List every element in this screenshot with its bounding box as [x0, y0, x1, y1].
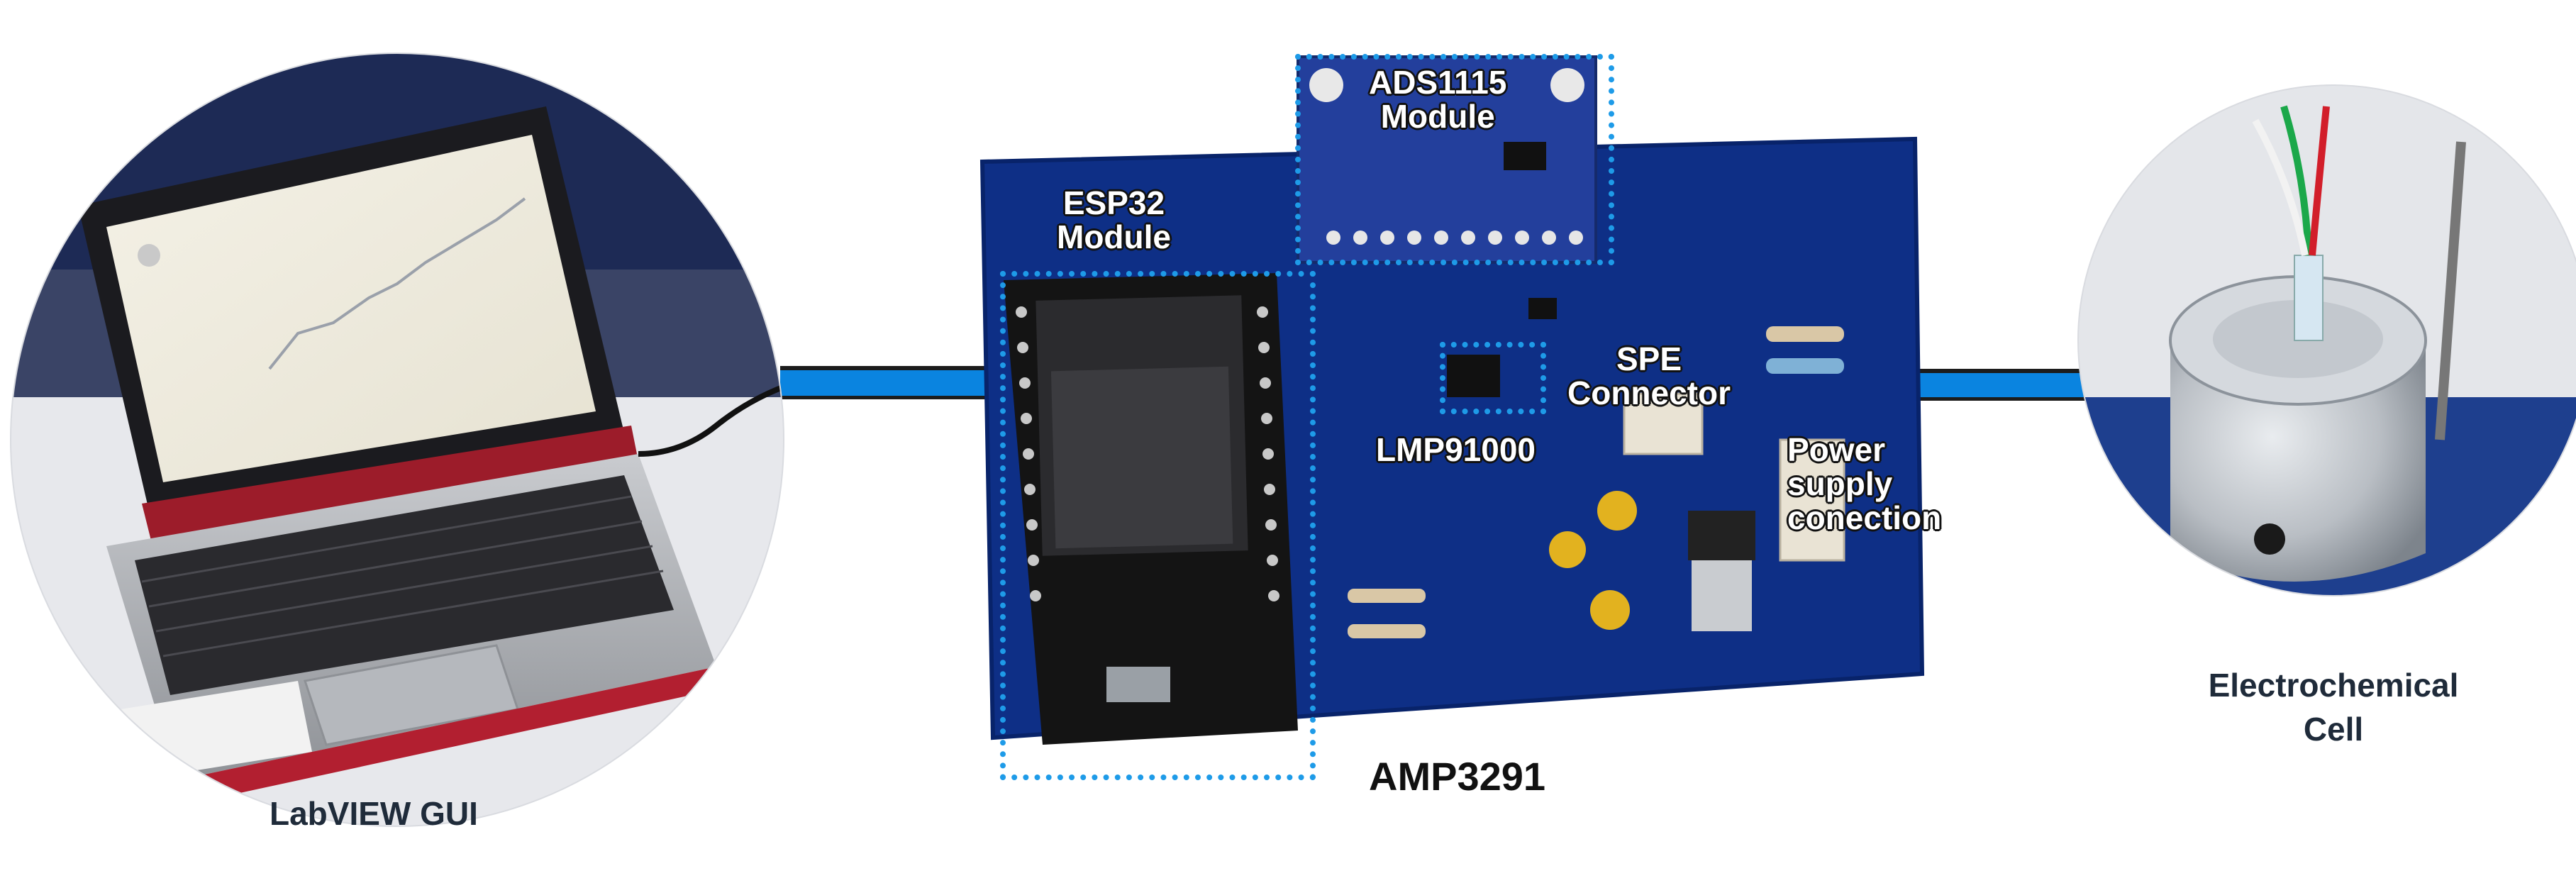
- board-title: AMP3291: [1369, 754, 1546, 799]
- cell-caption: Electrochemical Cell: [2208, 667, 2459, 748]
- highlight-ads1115: [1295, 54, 1614, 265]
- label-power-supply: Power supply conection: [1787, 431, 1942, 536]
- power-connector-part: [1779, 438, 1845, 562]
- laptop-photo: [11, 53, 784, 826]
- cell-photo: [2078, 85, 2576, 596]
- connector-line-left: [780, 370, 1014, 396]
- label-ads1115: ADS1115 Module: [1369, 64, 1507, 135]
- laptop-caption: LabVIEW GUI: [270, 795, 478, 832]
- label-esp32: ESP32 Module: [1057, 184, 1171, 255]
- label-spe-connector: SPE Connector: [1567, 340, 1731, 411]
- spe-connector-part: [1623, 392, 1704, 455]
- lmp91000-chip: [1447, 355, 1500, 397]
- connector-line-right: [1887, 373, 2099, 397]
- highlight-lmp91000: [1440, 342, 1546, 414]
- label-lmp91000: LMP91000: [1376, 431, 1536, 468]
- highlight-esp32: [1000, 271, 1316, 780]
- board-photo: [979, 55, 1925, 745]
